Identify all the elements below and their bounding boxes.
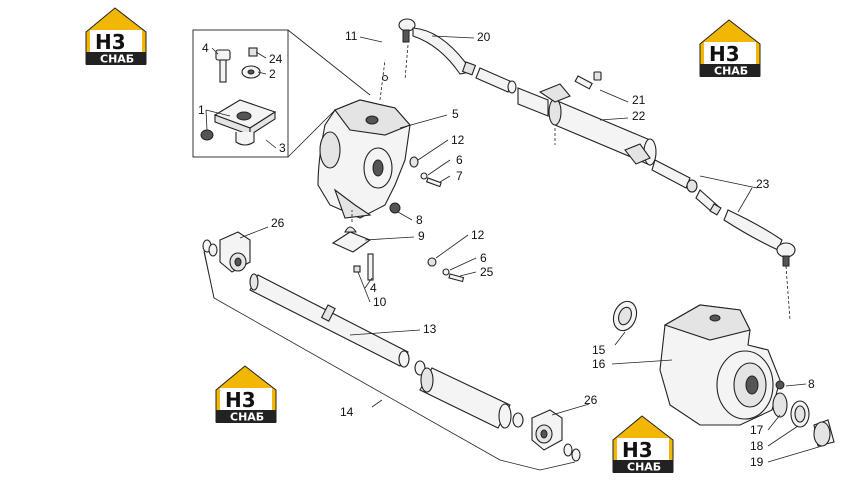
callout-14: 14 (340, 405, 354, 419)
callout-3: 3 (279, 141, 286, 155)
logo-middle-left: Н3 СНАБ (215, 365, 277, 424)
bushing-right-bottom (531, 409, 581, 462)
logo-mark: Н3 (622, 438, 653, 462)
callout-16: 16 (592, 357, 606, 371)
callout-6-lower: 6 (480, 251, 487, 265)
bolt-21 (574, 71, 602, 90)
logo-caption: СНАБ (627, 461, 661, 474)
leader-lines (205, 35, 823, 463)
callout-23: 23 (756, 177, 770, 191)
inset-detail-box (192, 29, 371, 158)
callout-24: 24 (269, 52, 283, 66)
callout-22: 22 (632, 109, 646, 123)
callout-17: 17 (750, 423, 764, 437)
callout-26-bottom: 26 (584, 393, 598, 407)
bearing-parts (772, 380, 835, 447)
callout-15: 15 (592, 343, 606, 357)
axle-tube (249, 273, 524, 429)
logo-caption: СНАБ (230, 411, 264, 424)
logo-mark: Н3 (709, 42, 740, 66)
logo-top-left: Н3 СНАБ (85, 7, 147, 66)
tie-rod-end-left (398, 18, 517, 94)
callout-19: 19 (750, 455, 764, 469)
callout-10: 10 (373, 295, 387, 309)
steering-cylinder (517, 83, 698, 193)
callout-4: 4 (202, 41, 209, 55)
lower-fasteners (427, 257, 465, 283)
seal-15 (612, 300, 638, 332)
upper-steering-knuckle (317, 44, 411, 219)
callout-12: 12 (451, 133, 465, 147)
callout-8: 8 (416, 213, 423, 227)
upper-fasteners (409, 156, 442, 188)
logo-mark: Н3 (95, 30, 126, 54)
leader-14b (203, 251, 215, 299)
logo-caption: СНАБ (714, 65, 748, 78)
tie-rod-end-right (695, 189, 796, 321)
lower-steering-knuckle (659, 304, 781, 426)
callout-11: 11 (345, 29, 358, 43)
logo-caption: СНАБ (100, 53, 134, 66)
callout-25: 25 (480, 265, 494, 279)
callout-26-top: 26 (271, 216, 285, 230)
callout-9: 9 (418, 229, 425, 243)
callout-1: 1 (198, 103, 205, 117)
logo-mark: Н3 (225, 388, 256, 412)
callout-6: 6 (456, 153, 463, 167)
callout-8-lower: 8 (808, 377, 815, 391)
callout-7: 7 (456, 169, 463, 183)
bushing-left-top (202, 231, 251, 273)
callout-21: 21 (632, 93, 646, 107)
callout-2: 2 (269, 67, 276, 81)
callout-5: 5 (452, 107, 459, 121)
lower-pivot-plate (331, 210, 374, 281)
callout-13: 13 (423, 322, 437, 336)
callout-18: 18 (750, 439, 764, 453)
callout-labels: 4 24 2 1 3 11 5 12 6 7 8 9 12 6 25 4 10 … (198, 29, 815, 469)
callout-4-lower: 4 (370, 281, 377, 295)
logo-bottom-center: Н3 СНАБ (612, 415, 674, 474)
callout-20: 20 (477, 30, 491, 44)
callout-12-lower: 12 (471, 228, 485, 242)
logo-top-right: Н3 СНАБ (699, 19, 761, 78)
